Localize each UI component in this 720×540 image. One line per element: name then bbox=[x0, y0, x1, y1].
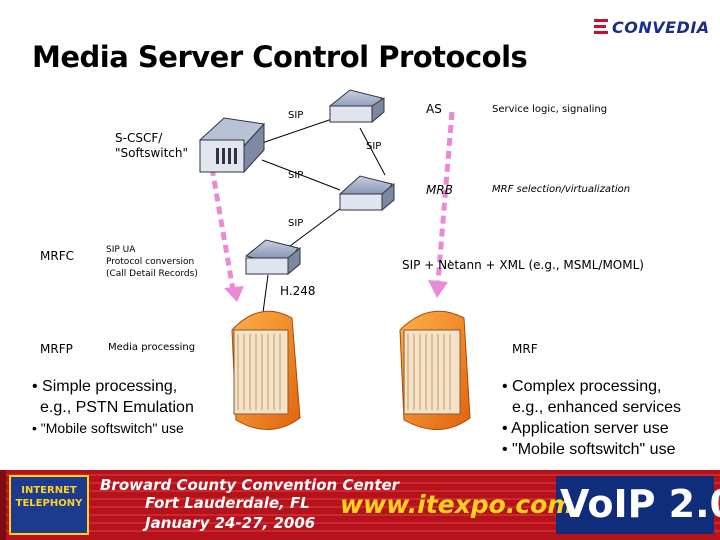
banner-venue: Broward County Convention Center bbox=[100, 476, 400, 494]
sip-label-1: SIP bbox=[288, 110, 304, 121]
link-as-mrb bbox=[359, 127, 386, 176]
right-bullet-list: • Complex processing, e.g., enhanced ser… bbox=[502, 376, 717, 460]
left-bullet-list: • Simple processing, e.g., PSTN Emulatio… bbox=[32, 376, 242, 439]
arrow-right bbox=[435, 111, 455, 283]
list-item: • Complex processing, bbox=[502, 378, 662, 395]
link-softswitch-as bbox=[261, 117, 336, 144]
arrow-left-head bbox=[224, 286, 244, 302]
arrow-right-head bbox=[428, 280, 448, 298]
as-device bbox=[328, 89, 385, 124]
mrb-device bbox=[338, 175, 395, 212]
page-title: Media Server Control Protocols bbox=[32, 40, 528, 74]
list-item: e.g., PSTN Emulation bbox=[40, 399, 194, 416]
list-item: e.g., enhanced services bbox=[512, 399, 681, 416]
mrfp-server bbox=[231, 310, 301, 430]
list-item: • Application server use bbox=[502, 420, 669, 437]
banner-background bbox=[0, 470, 720, 540]
list-item: • "Mobile softswitch" use bbox=[502, 441, 676, 458]
mrfc-label: MRFC bbox=[40, 249, 74, 263]
event-banner: INTERNET TELEPHONY Broward County Conven… bbox=[0, 470, 720, 540]
sip-label-3: SIP bbox=[288, 170, 304, 181]
list-item: • Simple processing, bbox=[32, 378, 178, 395]
list-item: • "Mobile softswitch" use bbox=[32, 420, 184, 436]
sip-label-4: SIP bbox=[288, 218, 304, 229]
mrfc-desc-line: (Call Detail Records) bbox=[106, 269, 198, 279]
as-label: AS bbox=[426, 102, 442, 116]
mrfc-desc-line: Protocol conversion bbox=[106, 257, 195, 267]
banner-city: Fort Lauderdale, FL bbox=[145, 494, 310, 512]
as-description: Service logic, signaling bbox=[492, 104, 608, 115]
link-softswitch-mrb bbox=[261, 159, 341, 191]
mrfp-label: MRFP bbox=[40, 342, 73, 356]
logo-text: CONVEDIA bbox=[612, 18, 710, 37]
sip-label-2: SIP bbox=[366, 141, 382, 152]
softswitch-device bbox=[198, 117, 265, 174]
mrb-description: MRF selection/virtualization bbox=[492, 184, 631, 195]
convedia-logo bbox=[592, 14, 706, 42]
link-mrfc-mrb bbox=[289, 204, 346, 247]
mrb-label: MRB bbox=[426, 183, 453, 197]
mrfc-description: SIP UA Protocol conversion (Call Detail … bbox=[106, 244, 198, 280]
h248-label: H.248 bbox=[280, 284, 316, 298]
mrf-label: MRF bbox=[512, 342, 538, 356]
voip-logo: VoIP 2.0 bbox=[560, 482, 720, 526]
arrow-left bbox=[209, 167, 236, 291]
banner-url[interactable]: www.itexpo.com bbox=[340, 490, 574, 519]
mrfc-device bbox=[244, 239, 301, 276]
sip-netann-label: SIP + Netann + XML (e.g., MSML/MOML) bbox=[402, 258, 644, 272]
mrf-server bbox=[399, 310, 471, 430]
internet-telephony-badge: INTERNET TELEPHONY bbox=[15, 485, 83, 509]
mrfp-description: Media processing bbox=[108, 342, 196, 353]
mrfc-desc-line: SIP UA bbox=[106, 245, 136, 255]
banner-dates: January 24-27, 2006 bbox=[145, 514, 316, 532]
diagram-canvas bbox=[198, 89, 471, 430]
softswitch-label: S-CSCF/ "Softswitch" bbox=[115, 131, 189, 160]
